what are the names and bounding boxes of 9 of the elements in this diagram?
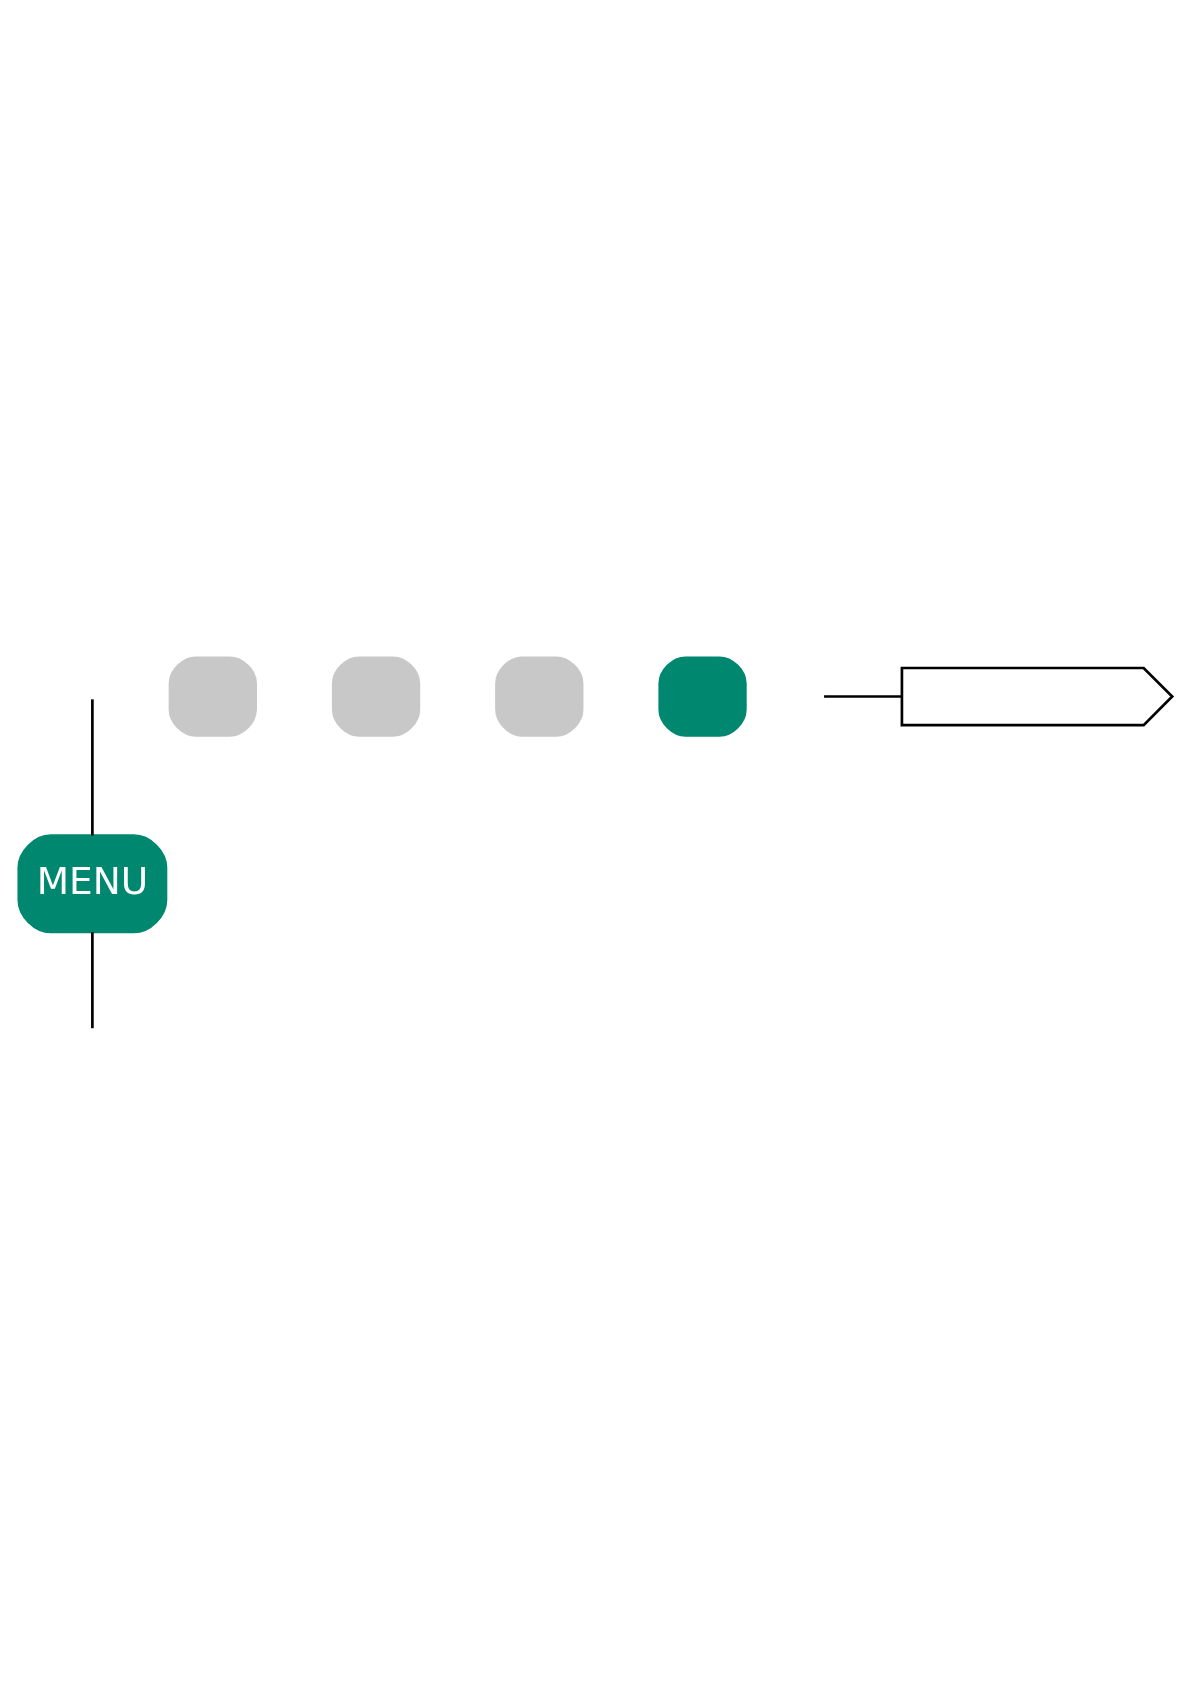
node-box: [331, 656, 421, 737]
node-box: MENU: [17, 834, 168, 934]
connector: [91, 932, 94, 1029]
connector: [824, 695, 902, 698]
connector: [91, 699, 94, 836]
node-box: [658, 656, 747, 737]
node-pentagon: [900, 666, 1175, 727]
node-box: [495, 656, 584, 737]
node-box: [168, 656, 257, 737]
